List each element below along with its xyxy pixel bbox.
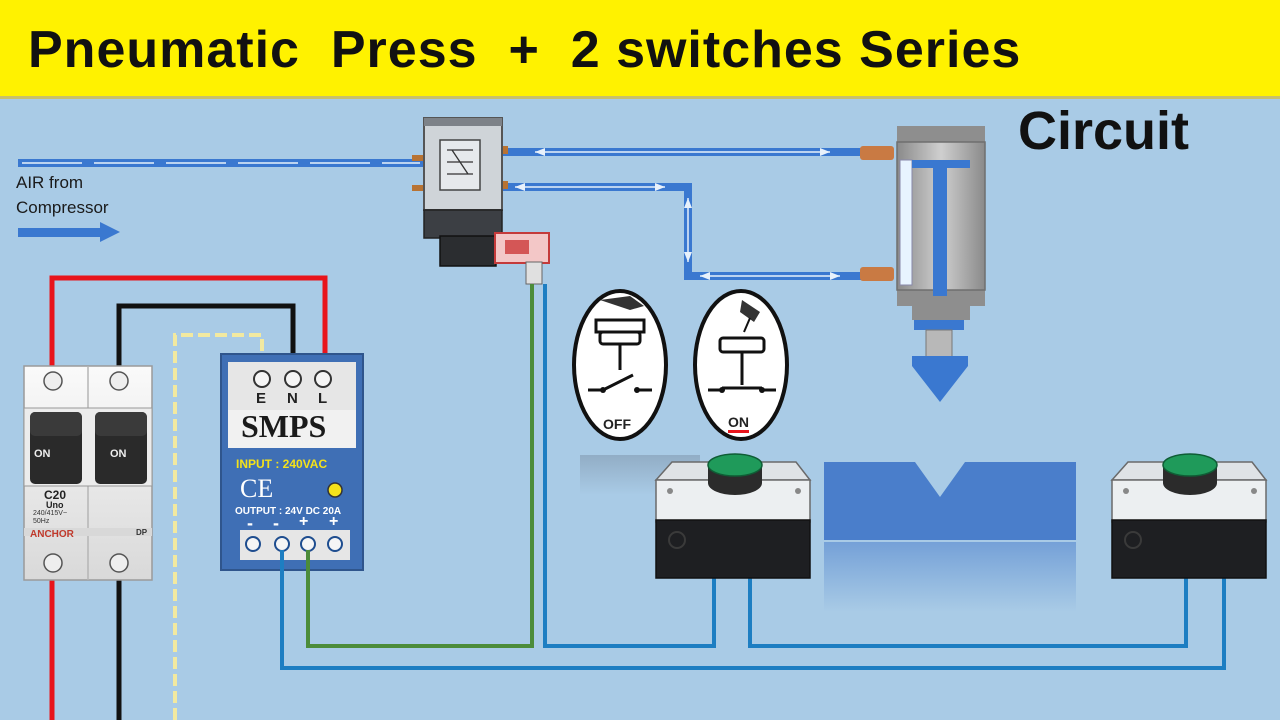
mcb-right-on-label: ON: [110, 448, 127, 460]
smps-unit: [220, 353, 364, 571]
push-button-2: [1110, 453, 1268, 579]
push-button-1: [580, 453, 812, 579]
switch1-to-switch2-wire: [748, 575, 1188, 648]
air-supply-pipe: [18, 159, 423, 167]
live-wire: [49, 275, 328, 720]
switch-symbol-on: [693, 289, 789, 441]
mcb-spec: 240/415V~ 50Hz: [33, 510, 68, 525]
switch-off-label: OFF: [603, 416, 631, 432]
air-supply-label: AIR from Compressor: [16, 170, 109, 220]
air-label-line1: AIR from: [16, 173, 84, 192]
mcb-brand-small: Uno: [46, 500, 64, 510]
smps-terminal-pos2: +: [329, 513, 339, 530]
title-banner: [0, 0, 1280, 99]
neutral-wire: [116, 303, 296, 720]
dc-positive-wire: [306, 284, 534, 648]
valve-to-cylinder-bottom-pipe: [500, 183, 862, 280]
air-label-line2: Compressor: [16, 198, 109, 217]
air-flow-arrow: [18, 222, 120, 242]
smps-terminal-e: E: [256, 390, 267, 407]
smps-input-label: INPUT : 240VAC: [236, 457, 328, 471]
smps-ce-mark: CE: [240, 474, 274, 503]
press-die-block: [824, 462, 1076, 612]
mcb-pole-mark: DP: [136, 528, 148, 537]
smps-name: SMPS: [241, 408, 327, 444]
pneumatic-cylinder: [860, 126, 986, 402]
mcb-breaker: [23, 365, 153, 581]
smps-terminal-neg1: -: [247, 513, 253, 533]
switch-on-label: ON: [728, 414, 749, 433]
diagram-title: Pneumatic Press + 2 switches Series: [28, 21, 1022, 79]
solenoid-valve: [412, 117, 550, 285]
valve-to-switch1-wire: [543, 284, 716, 648]
dc-negative-wire: [280, 550, 1226, 670]
mcb-left-on-label: ON: [34, 448, 51, 460]
smps-output-label: OUTPUT : 24V DC 20A: [235, 506, 342, 517]
switch-symbol-off: [572, 289, 668, 441]
diagram-subtitle: Circuit: [1018, 101, 1190, 161]
mcb-brand: ANCHOR: [30, 529, 74, 540]
smps-terminal-pos1: +: [299, 513, 309, 530]
valve-to-cylinder-top-pipe: [500, 148, 862, 156]
mcb-rating: C20: [44, 488, 67, 502]
smps-terminal-n: N: [287, 390, 298, 407]
smps-terminal-neg2: -: [273, 513, 279, 533]
smps-terminal-l: L: [318, 390, 328, 407]
